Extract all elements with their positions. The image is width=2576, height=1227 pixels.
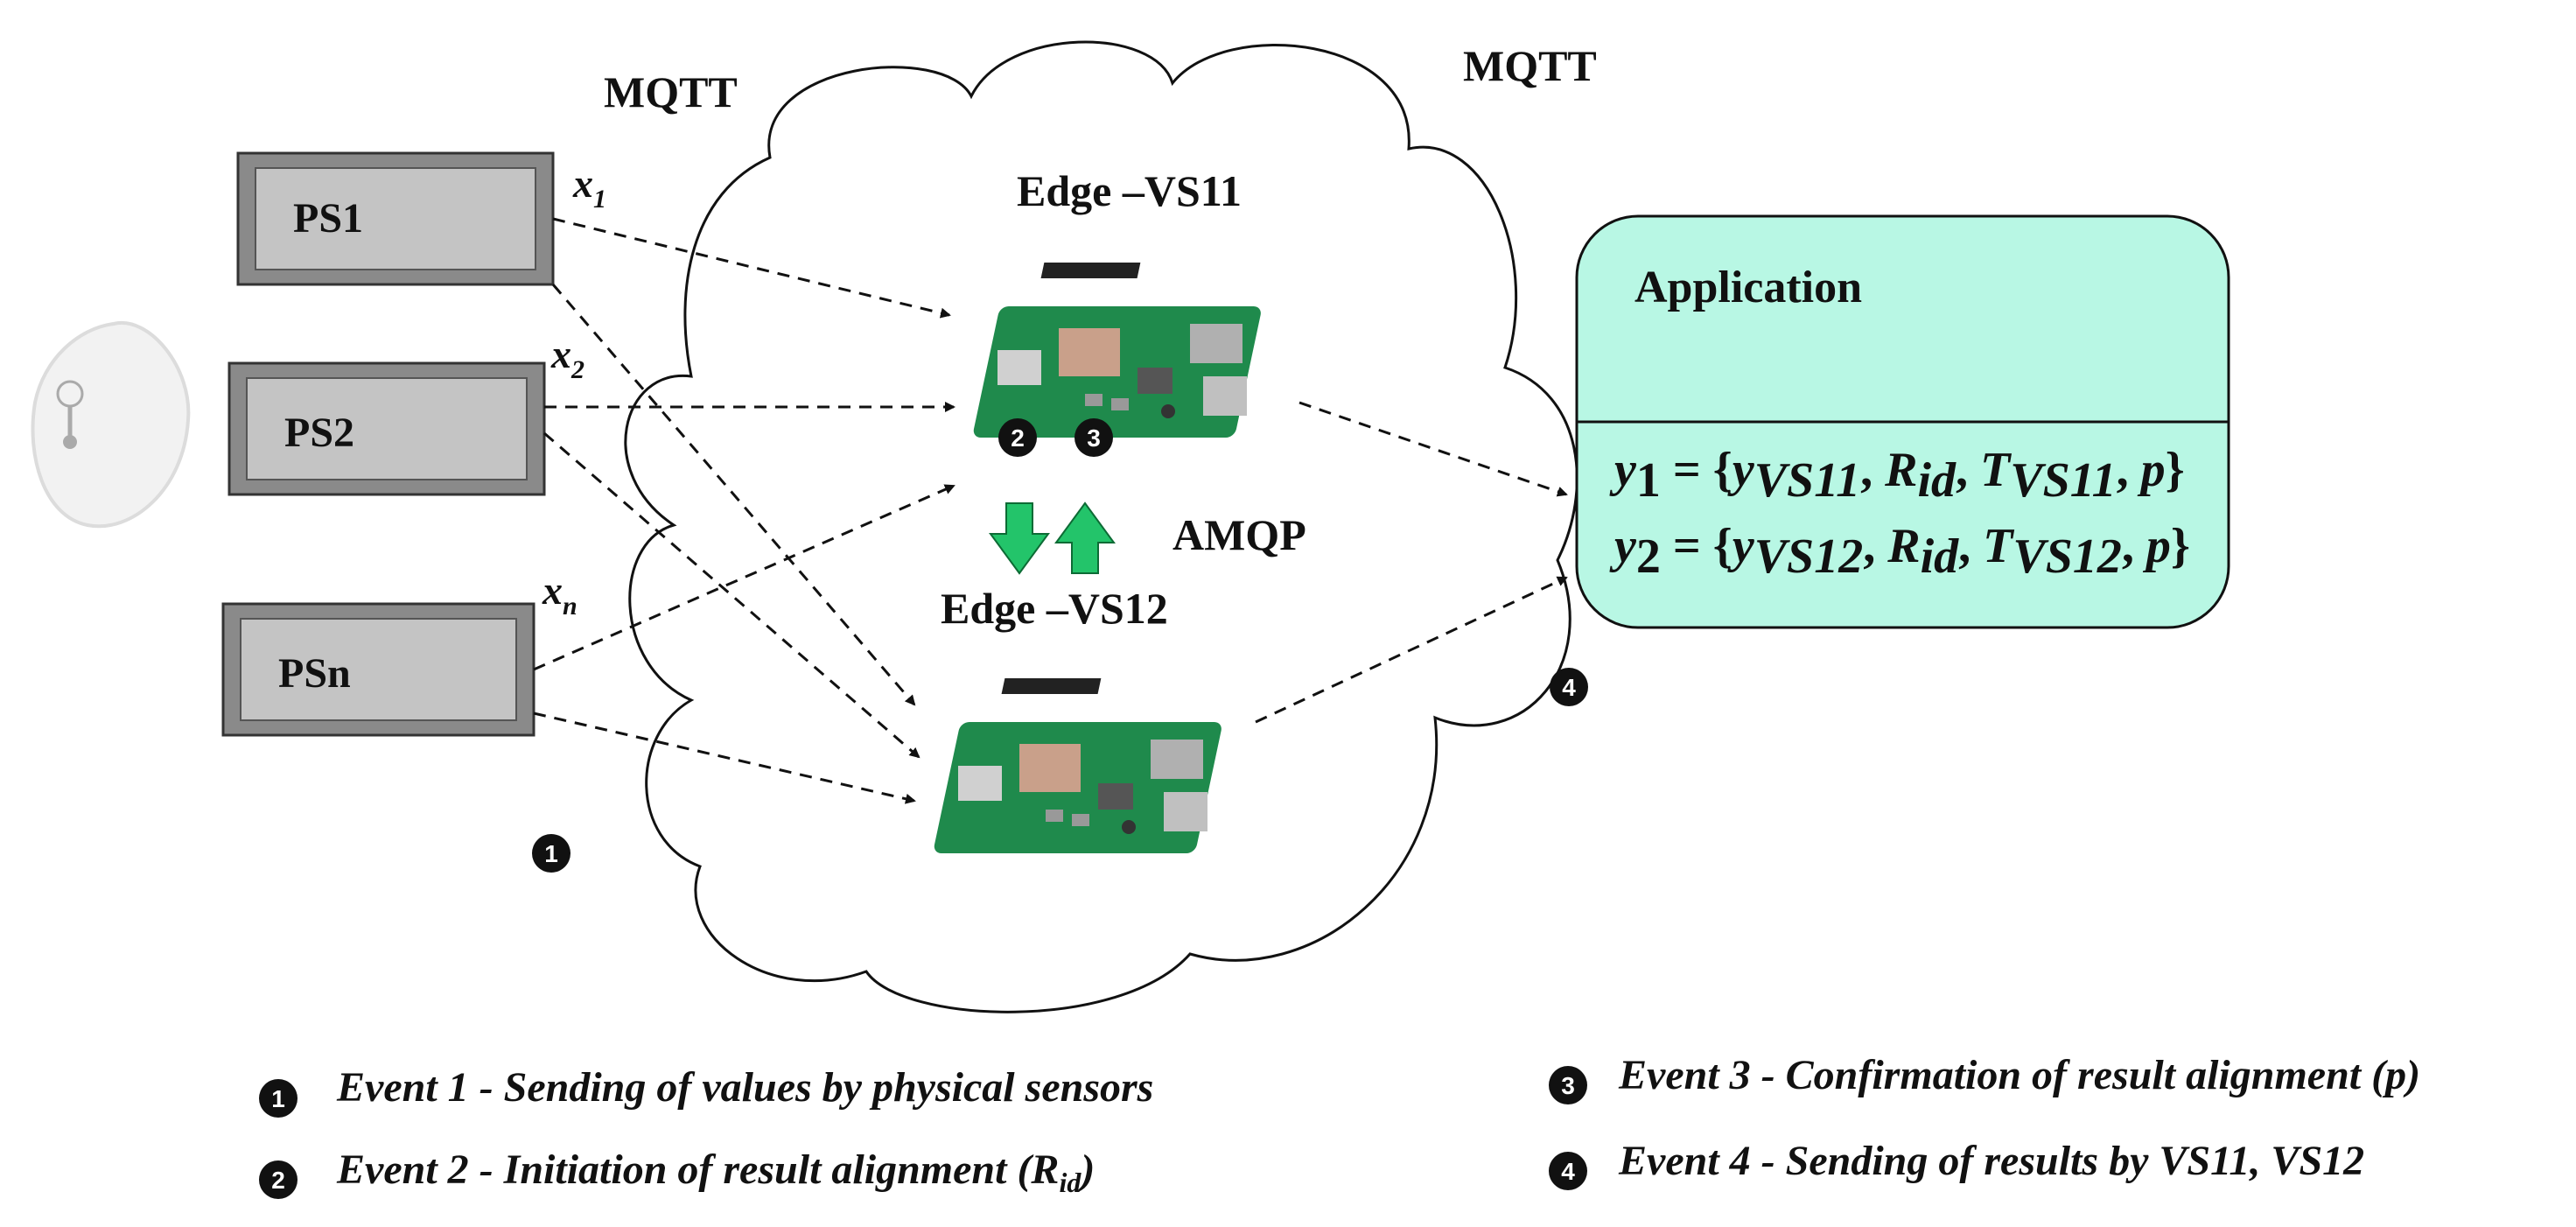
svg-text:3: 3 [1087, 424, 1101, 452]
sensor-device-icon [31, 320, 191, 529]
svg-text:Event 4 - Sending of results b: Event 4 - Sending of results by VS11, VS… [1618, 1138, 2364, 1184]
svg-text:Event 2 - Initiation of result: Event 2 - Initiation of result alignment… [336, 1146, 1095, 1198]
legend-item-event-1: 1 Event 1 - Sending of values by physica… [259, 1064, 1153, 1118]
data-flow-arrows [533, 217, 1568, 804]
legend: 1 Event 1 - Sending of values by physica… [259, 1052, 2420, 1199]
arrow-down-green [989, 502, 1050, 575]
arrow-up-green [1054, 501, 1116, 574]
application-y2-formula: y2 = {yVS12, Rid, TVS12, p} [1609, 519, 2190, 584]
sensor-psn-label: PSn [278, 650, 351, 697]
sensor-ps2-label: PS2 [284, 410, 354, 456]
amqp-label: AMQP [1172, 510, 1306, 559]
svg-text:4: 4 [1562, 674, 1576, 701]
legend-item-event-4: 4 Event 4 - Sending of results by VS11, … [1549, 1138, 2364, 1190]
legend-item-event-2: 2 Event 2 - Initiation of result alignme… [259, 1146, 1095, 1199]
svg-text:1: 1 [271, 1085, 285, 1112]
mqtt-left-label: MQTT [604, 67, 738, 116]
svg-text:1: 1 [544, 840, 558, 867]
sensor-psn: PSn [221, 602, 536, 737]
application-y1-formula: y1 = {yVS11, Rid, TVS11, p} [1609, 443, 2185, 508]
svg-text:4: 4 [1561, 1158, 1575, 1185]
sensor-ps1: PS1 [236, 151, 555, 286]
sensor-ps2: PS2 [228, 361, 546, 496]
sensor-ps1-label: PS1 [293, 195, 363, 242]
legend-item-event-3: 3 Event 3 - Confirmation of result align… [1549, 1052, 2420, 1104]
application-title: Application [1634, 263, 1862, 312]
svg-text:2: 2 [1011, 424, 1025, 452]
edge-vs11-label: Edge –VS11 [1017, 166, 1242, 215]
badge-event-3: 3 [1074, 418, 1113, 457]
input-xn-label: xn [542, 568, 578, 621]
svg-text:Event 3 - Confirmation of resu: Event 3 - Confirmation of result alignme… [1618, 1052, 2420, 1098]
input-x1-label: x1 [572, 161, 606, 214]
svg-text:3: 3 [1561, 1072, 1575, 1099]
badge-event-4: 4 [1550, 668, 1588, 706]
badge-event-2: 2 [998, 418, 1037, 457]
input-x2-label: x2 [550, 332, 584, 384]
edge-vs12-label: Edge –VS12 [941, 584, 1168, 633]
svg-text:Event 1 - Sending of values by: Event 1 - Sending of values by physical … [336, 1064, 1153, 1111]
svg-text:2: 2 [271, 1167, 285, 1194]
badge-event-1: 1 [532, 834, 570, 873]
application-box: Application y1 = {yVS11, Rid, TVS11, p} … [1575, 214, 2230, 629]
mqtt-right-label: MQTT [1463, 41, 1597, 90]
